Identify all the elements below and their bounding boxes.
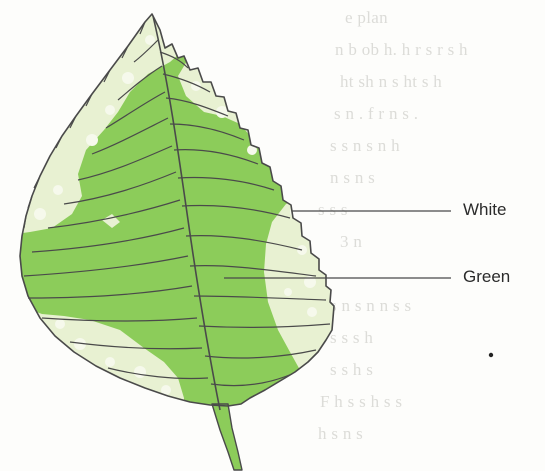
white-label: White bbox=[463, 200, 506, 220]
stray-dot bbox=[489, 353, 493, 357]
green-label: Green bbox=[463, 267, 510, 287]
leaf-stem bbox=[212, 404, 242, 470]
